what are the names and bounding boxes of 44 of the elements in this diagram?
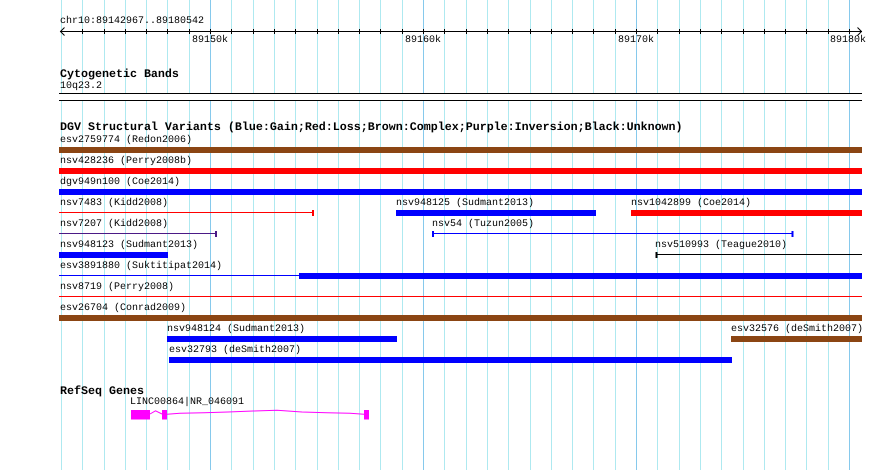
- variant-bar: [169, 357, 732, 363]
- variant-label: nsv8719 (Perry2008): [60, 282, 174, 292]
- variant-bar: [59, 273, 862, 279]
- track-heading: Cytogenetic Bands: [60, 68, 179, 80]
- variant-bar: [396, 210, 596, 216]
- axis-tick-label: 89150k: [192, 34, 228, 46]
- axis-tick-label: 89160k: [405, 34, 442, 46]
- variant-bar: [59, 189, 862, 195]
- track-heading: DGV Structural Variants (Blue:Gain;Red:Loss;Brown:Complex;Purple:Inversion;Black:Unknown): [60, 121, 683, 134]
- variant-line: [59, 296, 862, 297]
- axis-tick-label: 89180k: [830, 34, 866, 46]
- variant-label: nsv7483 (Kidd2008): [60, 198, 168, 208]
- variant-label: nsv948123 (Sudmant2013): [60, 240, 198, 250]
- variant-bar: [59, 147, 862, 153]
- variant-label: esv2759774 (Redon2006): [60, 134, 192, 146]
- variant-label: esv26704 (Conrad2009): [60, 302, 186, 314]
- variant-label: nsv7207 (Kidd2008): [60, 218, 168, 230]
- variant-label: nsv428236 (Perry2008b): [60, 156, 192, 166]
- variant-line: [59, 231, 217, 237]
- variant-label: nsv510993 (Teague2010): [655, 240, 788, 250]
- variant-label: nsv948124 (Sudmant2013): [167, 324, 306, 334]
- variant-line: [656, 252, 862, 258]
- variant-bar: [59, 315, 862, 321]
- axis-tick-label: 89170k: [618, 34, 654, 46]
- variant-label: esv32793 (deSmith2007): [169, 344, 302, 356]
- cytogenetic-band: [58, 93, 862, 101]
- gene-label: LINC00864|NR_046091: [130, 397, 244, 408]
- variant-label: nsv1042899 (Coe2014): [631, 198, 752, 208]
- position-label: chr10:89142967..89180542: [60, 16, 204, 26]
- variant-line: [59, 210, 314, 216]
- variant-label: nsv54 (Tuzun2005): [432, 218, 534, 230]
- variant-bar: [167, 336, 397, 342]
- variant-bar: [59, 168, 862, 174]
- variant-bar: [731, 336, 862, 342]
- variant-bar: [59, 252, 168, 258]
- variant-label: dgv949n100 (Coe2014): [60, 176, 180, 188]
- track-heading: RefSeq Genes: [60, 385, 144, 398]
- variant-label: esv3891880 (Suktitipat2014): [60, 260, 222, 272]
- variant-bar: [631, 210, 862, 216]
- variant-line: [432, 231, 794, 237]
- band-label: 10q23.2: [60, 80, 102, 92]
- gene-model: [131, 410, 369, 420]
- variant-label: nsv948125 (Sudmant2013): [396, 198, 534, 208]
- variant-label: esv32576 (deSmith2007): [731, 324, 864, 334]
